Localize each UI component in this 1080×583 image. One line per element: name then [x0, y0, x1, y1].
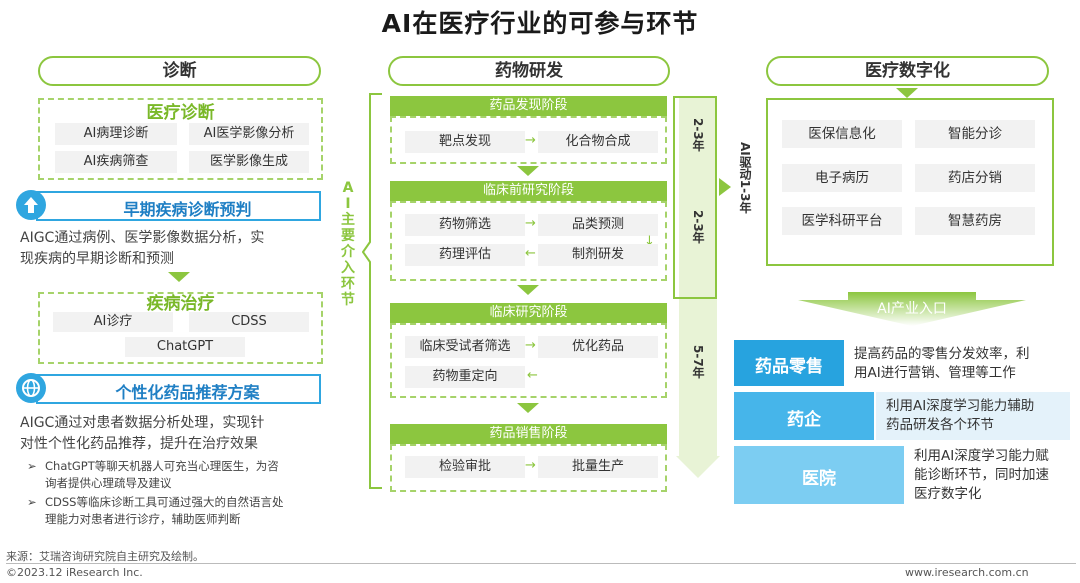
- treatment-tag: AI诊疗: [53, 312, 173, 332]
- retail-label: 药品零售: [755, 357, 823, 377]
- diag-tag: AI医学影像分析: [189, 123, 309, 145]
- bullet-item: ➢ CDSS等临床诊断工具可通过强大的自然语言处 理能力对患者进行诊疗，辅助医师…: [27, 495, 284, 526]
- pharma-block: [734, 392, 874, 440]
- stage-item: 临床受试者筛选: [405, 336, 525, 358]
- digital-tag: 智慧药房: [915, 207, 1035, 235]
- stage-item: 优化药品: [538, 336, 658, 358]
- digital-tag: 电子病历: [782, 164, 902, 192]
- digitalization-header: 医疗数字化: [766, 56, 1049, 86]
- digitalization-box: [766, 98, 1054, 266]
- globe-icon: [16, 373, 46, 403]
- left-arrow-icon: ←: [527, 368, 538, 383]
- website: www.iresearch.com.cn: [905, 566, 1029, 579]
- ai-intervention-label: AI主要介入环节: [341, 180, 355, 308]
- diag-tag: AI病理诊断: [55, 123, 177, 145]
- ai-drive-bracket: [673, 96, 717, 299]
- stage-box: [390, 201, 667, 281]
- bracket-line: [362, 93, 382, 489]
- stage-item: 化合物合成: [538, 131, 658, 153]
- personalized-label: 个性化药品推荐方案: [115, 383, 260, 402]
- right-arrow-icon: [719, 178, 731, 196]
- ai-entry-label: AI产业入口: [877, 301, 947, 317]
- retail-block: [734, 340, 844, 386]
- pharma-desc: 利用AI深度学习能力辅助 药品研发各个环节: [886, 398, 1035, 433]
- retail-desc: 提高药品的零售分发效率，利 用AI进行营销、管理等工作: [854, 346, 1030, 381]
- hospital-block: [734, 446, 904, 504]
- treatment-tag: CDSS: [189, 312, 309, 332]
- medical-diagnosis-box: [38, 98, 323, 180]
- stage-item: 检验审批: [405, 456, 525, 478]
- hospital-desc: 利用AI深度学习能力赋 能诊断环节，同时加速 医疗数字化: [914, 448, 1049, 502]
- diag-tag: AI疾病筛查: [55, 151, 177, 173]
- digital-tag: 智能分诊: [915, 120, 1035, 148]
- diag-tag: 医学影像生成: [189, 151, 309, 173]
- early-prediction-label: 早期疾病诊断预判: [123, 200, 252, 219]
- down-arrow-icon: [896, 88, 918, 98]
- ai-drive-label: AI驱动1-3年: [738, 142, 752, 214]
- stage-item: 药理评估: [405, 244, 525, 266]
- personalized-text: AIGC通过对患者数据分析处理，实现针 对性个性化药品推荐，提升在治疗效果: [20, 415, 265, 452]
- source-note: 来源：艾瑞咨询研究院自主研究及绘制。: [6, 550, 204, 563]
- treatment-box: [38, 292, 323, 364]
- medical-diagnosis-title: 医疗诊断: [146, 103, 215, 123]
- diagnosis-header: 诊断: [38, 56, 321, 86]
- pharma-desc-bg: [876, 392, 1070, 440]
- pharma-label: 药企: [787, 410, 821, 430]
- years-arrow: [676, 456, 720, 478]
- years-label: 5-7年: [691, 345, 705, 379]
- stage-item: 品类预测: [538, 214, 658, 236]
- years-label: 2-3年: [691, 210, 705, 244]
- stage-item: 药物重定向: [405, 366, 525, 388]
- years-column: [679, 96, 717, 458]
- stage-title: 药品销售阶段: [390, 424, 667, 444]
- treatment-title: 疾病治疗: [146, 294, 215, 314]
- right-arrow-icon: →: [525, 216, 536, 231]
- up-arrow-icon: [16, 190, 46, 220]
- stage-item: 制剂研发: [538, 244, 658, 266]
- left-arrow-icon: ←: [525, 246, 536, 261]
- down-arrow-icon: [168, 272, 190, 282]
- bullet-item: ➢ ChatGPT等聊天机器人可充当心理医生，为咨 询者提供心理疏导及建议: [27, 459, 279, 490]
- copyright: ©2023.12 iResearch Inc.: [6, 566, 143, 579]
- drug-rd-header: 药物研发: [388, 56, 670, 86]
- down-arrow-icon: ↓: [644, 234, 655, 249]
- stage-item: 批量生产: [538, 456, 658, 478]
- right-arrow-icon: →: [525, 133, 536, 148]
- digital-tag: 医保信息化: [782, 120, 902, 148]
- early-prediction-text: AIGC通过病例、医学影像数据分析，实 现疾病的早期诊断和预测: [20, 230, 265, 267]
- stage-title: 临床前研究阶段: [390, 181, 667, 201]
- digital-tag: 医学科研平台: [782, 207, 902, 235]
- early-prediction-box: [36, 191, 321, 221]
- down-arrow-icon: [517, 403, 539, 413]
- page-title: AI在医疗行业的可参与环节: [381, 9, 699, 38]
- footer-divider: [6, 563, 1076, 564]
- hospital-label: 医院: [802, 469, 836, 489]
- years-label: 2-3年: [691, 118, 705, 152]
- stage-item: 药物筛选: [405, 214, 525, 236]
- stage-item: 靶点发现: [405, 131, 525, 153]
- down-arrow-icon: [517, 166, 539, 176]
- treatment-tag: ChatGPT: [125, 337, 245, 357]
- stage-title: 药品发现阶段: [390, 96, 667, 116]
- ai-entry-arrow: [798, 292, 1026, 326]
- right-arrow-icon: →: [525, 338, 536, 353]
- stage-title: 临床研究阶段: [390, 303, 667, 323]
- digital-tag: 药店分销: [915, 164, 1035, 192]
- down-arrow-icon: [517, 285, 539, 295]
- right-arrow-icon: →: [525, 458, 536, 473]
- bullet-list: ➢ ChatGPT等聊天机器人可充当心理医生，为咨 询者提供心理疏导及建议 ➢ …: [27, 458, 337, 528]
